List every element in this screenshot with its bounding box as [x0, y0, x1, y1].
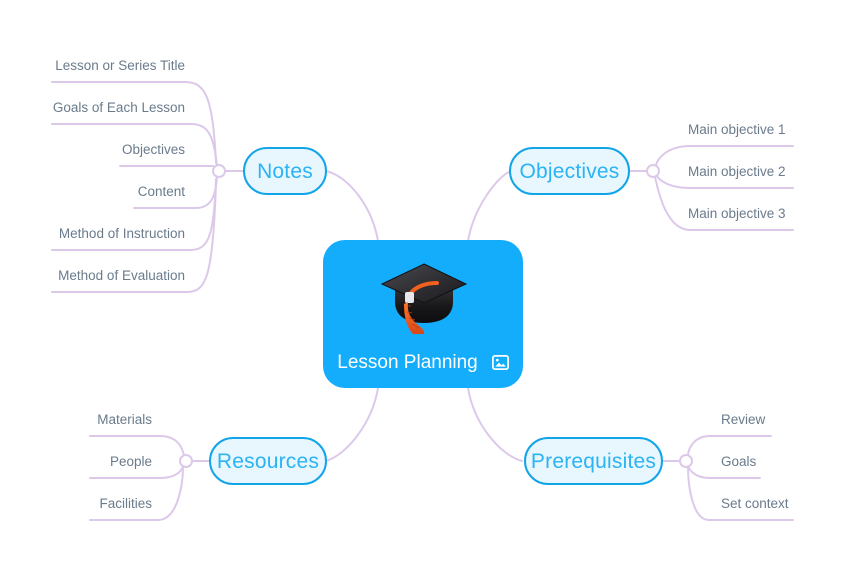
leaf-resources-2[interactable]: People [109, 454, 152, 469]
branch-node-prerequisites[interactable]: Prerequisites [524, 437, 663, 485]
leaf-resources-1[interactable]: Materials [97, 412, 152, 427]
junction-prerequisites [679, 454, 693, 468]
branch-label-prerequisites: Prerequisites [530, 449, 657, 473]
branch-label-objectives: Objectives [519, 159, 620, 183]
edge-center-objectives [467, 171, 510, 242]
branch-node-resources[interactable]: Resources [209, 437, 327, 485]
leaf-notes-4[interactable]: Content [137, 184, 185, 199]
leaf-resources-3[interactable]: Facilities [99, 496, 152, 511]
leaf-notes-5[interactable]: Method of Instruction [58, 226, 185, 241]
leaf-notes-1[interactable]: Lesson or Series Title [55, 58, 185, 73]
graduation-cap-icon [380, 263, 468, 334]
branch-label-resources: Resources [216, 449, 320, 473]
leaf-prerequisites-2[interactable]: Goals [721, 454, 757, 469]
leaf-notes-2[interactable]: Goals of Each Lesson [52, 100, 185, 115]
branch-label-notes: Notes [257, 159, 313, 183]
rib-pre-3 [687, 466, 794, 521]
rib-res-1 [89, 435, 185, 457]
edge-center-prerequisites [467, 387, 523, 462]
leaf-notes-3[interactable]: Objectives [121, 142, 185, 157]
leaf-objectives-2[interactable]: Main objective 2 [688, 164, 786, 179]
rib-obj-1 [655, 145, 794, 166]
central-label: Lesson Planning [337, 352, 478, 373]
leaf-notes-6[interactable]: Method of Evaluation [58, 268, 185, 283]
rib-res-3 [89, 466, 184, 521]
central-node[interactable]: Lesson Planning [323, 240, 523, 388]
central-label-row: Lesson Planning [323, 353, 523, 372]
leaf-objectives-1[interactable]: Main objective 1 [688, 122, 786, 137]
branch-node-notes[interactable]: Notes [243, 147, 327, 195]
junction-notes [212, 164, 226, 178]
rib-obj-3 [654, 176, 794, 231]
rib-pre-1 [687, 435, 772, 457]
leaf-prerequisites-3[interactable]: Set context [721, 496, 789, 511]
leaf-objectives-3[interactable]: Main objective 3 [688, 206, 786, 221]
leaf-prerequisites-1[interactable]: Review [721, 412, 766, 427]
branch-node-objectives[interactable]: Objectives [509, 147, 630, 195]
junction-resources [179, 454, 193, 468]
edge-center-notes [325, 170, 379, 242]
edge-center-resources [325, 387, 379, 462]
image-icon[interactable] [491, 355, 509, 370]
junction-objectives [646, 164, 660, 178]
